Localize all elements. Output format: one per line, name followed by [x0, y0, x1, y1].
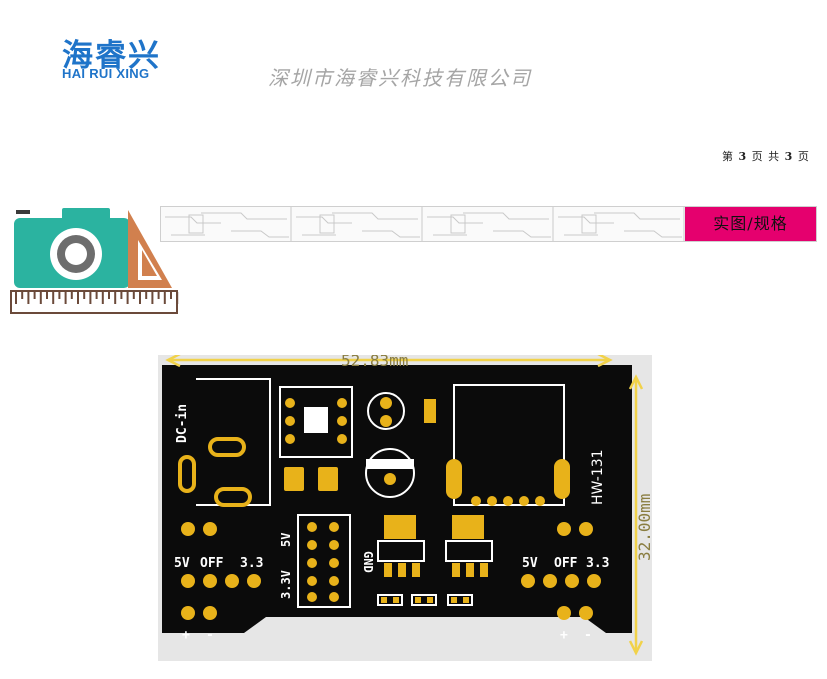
center-gnd-label: GND [361, 551, 375, 573]
circuit-pattern [165, 207, 685, 241]
dimension-width-label: 52.83mm [341, 355, 408, 370]
circuit-trace [427, 216, 483, 224]
banner-label: 实图/规格 [685, 207, 816, 241]
circuit-trace [594, 212, 680, 220]
circuit-trace [332, 212, 418, 220]
pcb-photo: 52.83mm 32.00mm DC-in [158, 351, 654, 661]
dimension-height-label: 32.00mm [635, 494, 652, 561]
circuit-trace [624, 230, 682, 238]
left-off-label: OFF [200, 556, 224, 571]
circuit-chip [319, 214, 335, 234]
right-5v-label: 5V [522, 556, 538, 571]
width-dimension [165, 352, 613, 368]
logo-english: HAI RUI XING [62, 66, 150, 81]
company-logo: 海睿兴 HAI RUI XING [62, 30, 182, 86]
circuit-trace [493, 230, 551, 238]
circuit-trace [558, 216, 614, 224]
set-square-icon [128, 210, 172, 288]
circuit-trace [201, 212, 287, 220]
circuit-trace [362, 230, 420, 238]
circuit-chip [188, 214, 204, 234]
circuit-trace [296, 216, 352, 224]
circuit-chip [450, 214, 466, 234]
circuit-trace [165, 216, 221, 224]
pcb-board-drawing: 52.83mm 32.00mm DC-in [162, 351, 654, 656]
left-5v-label: 5V [174, 556, 190, 571]
right-minus-label: - [584, 628, 592, 643]
right-off-label: OFF [554, 556, 578, 571]
left-33-label: 3.3 [240, 556, 263, 571]
camera-icon [10, 208, 179, 314]
dc-in-label: DC-in [175, 404, 190, 443]
circuit-trace [463, 212, 549, 220]
ruler-icon [10, 290, 179, 314]
page-indicator: 第 3 页 共 3 页 [722, 148, 809, 164]
left-minus-label: - [206, 628, 214, 643]
circuit-chip [581, 214, 597, 234]
page-mid: 页 共 [751, 150, 780, 163]
right-33-label: 3.3 [586, 556, 609, 571]
left-plus-label: + [182, 628, 190, 643]
center-5v-label: 5V [279, 533, 293, 547]
circuit-trace [231, 230, 289, 238]
photo-spec-icon-group [10, 206, 182, 318]
company-name: 深圳市海睿兴科技有限公司 [268, 66, 532, 90]
page-suffix: 页 [797, 150, 809, 163]
section-banner: 实图/规格 [160, 206, 817, 242]
page-total: 3 [784, 150, 793, 163]
height-dimension [628, 374, 644, 656]
logo-chinese: 海睿兴 [62, 38, 161, 74]
center-33v-label: 3.3V [279, 570, 293, 599]
model-label: HW-131 [590, 449, 606, 505]
page-prefix: 第 [722, 150, 733, 163]
right-plus-label: + [560, 628, 568, 643]
page-current: 3 [738, 150, 747, 163]
